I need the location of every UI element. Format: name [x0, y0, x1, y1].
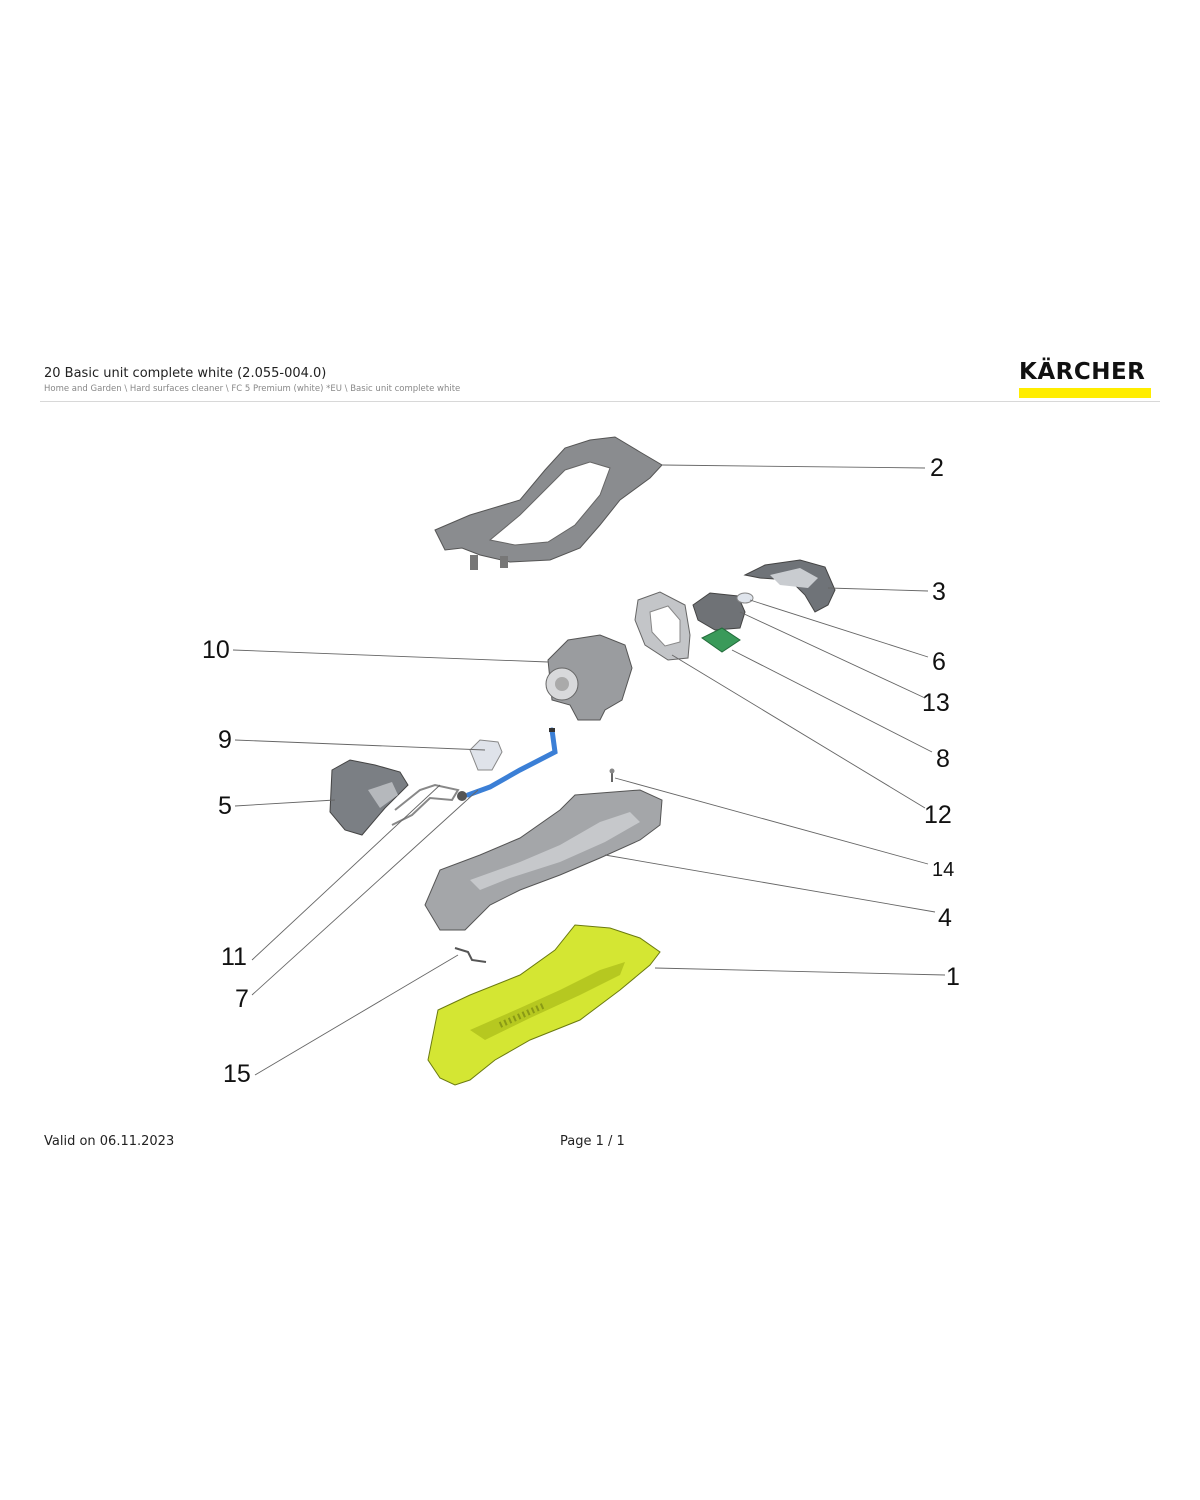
- part-4-chassis: [424, 789, 663, 931]
- leader-line-9: [234, 739, 486, 751]
- callout-9: 9: [218, 726, 232, 754]
- logo-wordmark: KÄRCHER: [1019, 359, 1146, 385]
- leader-line-8: [731, 649, 933, 753]
- page-title: 20 Basic unit complete white (2.055-004.…: [44, 366, 327, 381]
- callout-6: 6: [932, 648, 946, 676]
- leader-line-14: [614, 777, 929, 865]
- callout-8: 8: [936, 745, 950, 773]
- part-10-motor: [545, 634, 633, 721]
- karcher-logo: KÄRCHER: [1019, 360, 1151, 398]
- leader-line-13: [739, 611, 926, 699]
- valid-date: Valid on 06.11.2023: [44, 1134, 175, 1149]
- part-6-small-cap: [736, 592, 754, 604]
- callout-3: 3: [932, 578, 946, 606]
- callout-13: 13: [922, 689, 950, 717]
- part-9-fitting: [469, 739, 503, 771]
- header-divider: [40, 401, 1160, 402]
- leader-line-6: [749, 599, 929, 658]
- part-15-clip: [454, 947, 487, 963]
- callout-4: 4: [938, 904, 952, 932]
- leader-line-7: [251, 789, 479, 996]
- callout-15: 15: [223, 1060, 251, 1088]
- callout-10: 10: [202, 636, 230, 664]
- part-13-connector: [692, 592, 754, 631]
- callout-2: 2: [930, 454, 944, 482]
- leader-line-3: [827, 587, 929, 592]
- page-number: Page 1 / 1: [560, 1134, 625, 1149]
- callout-5: 5: [218, 792, 232, 820]
- callout-12: 12: [924, 801, 952, 829]
- leader-line-4: [604, 854, 936, 913]
- leader-line-5: [234, 799, 336, 807]
- callout-7: 7: [235, 985, 249, 1013]
- leader-line-11: [251, 784, 441, 961]
- leader-line-2: [661, 464, 926, 469]
- logo-yellow-bar: [1019, 388, 1151, 398]
- callout-11: 11: [221, 943, 247, 971]
- part-7-hose: [457, 727, 558, 801]
- leader-line-12: [671, 654, 926, 809]
- part-14-screw: [609, 768, 615, 782]
- part-5-side-cover: [329, 759, 409, 836]
- breadcrumb: Home and Garden \ Hard surfaces cleaner …: [44, 384, 461, 394]
- part-1-base-tray: [427, 924, 661, 1086]
- leader-line-1: [654, 967, 946, 976]
- part-3-shell: [743, 559, 836, 613]
- leader-line-15: [254, 954, 459, 1076]
- leader-line-10: [232, 649, 549, 663]
- part-2-top-cover: [434, 436, 663, 570]
- part-8-pcb: [701, 627, 741, 653]
- part-11-wire: [391, 783, 460, 826]
- callout-14: 14: [932, 859, 954, 881]
- part-12-gasket: [634, 591, 691, 661]
- callout-1: 1: [946, 963, 960, 991]
